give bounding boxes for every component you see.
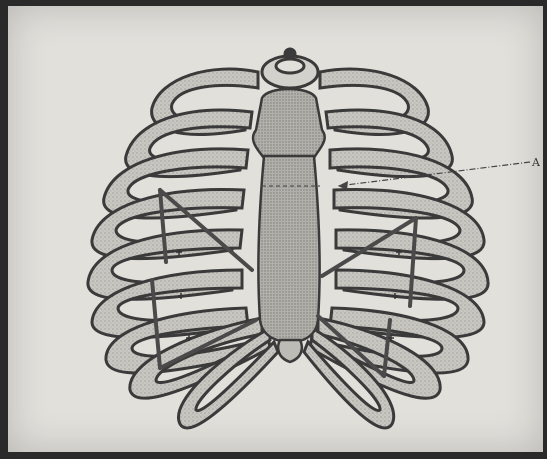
right-ribs [304,69,488,428]
sternum-body [258,156,319,342]
callout-label-a: A [531,156,541,169]
manubrium [253,89,325,158]
xiphoid-process [278,340,302,362]
sternum [253,89,325,362]
top-vertebra [262,49,318,88]
left-ribs [88,69,278,428]
